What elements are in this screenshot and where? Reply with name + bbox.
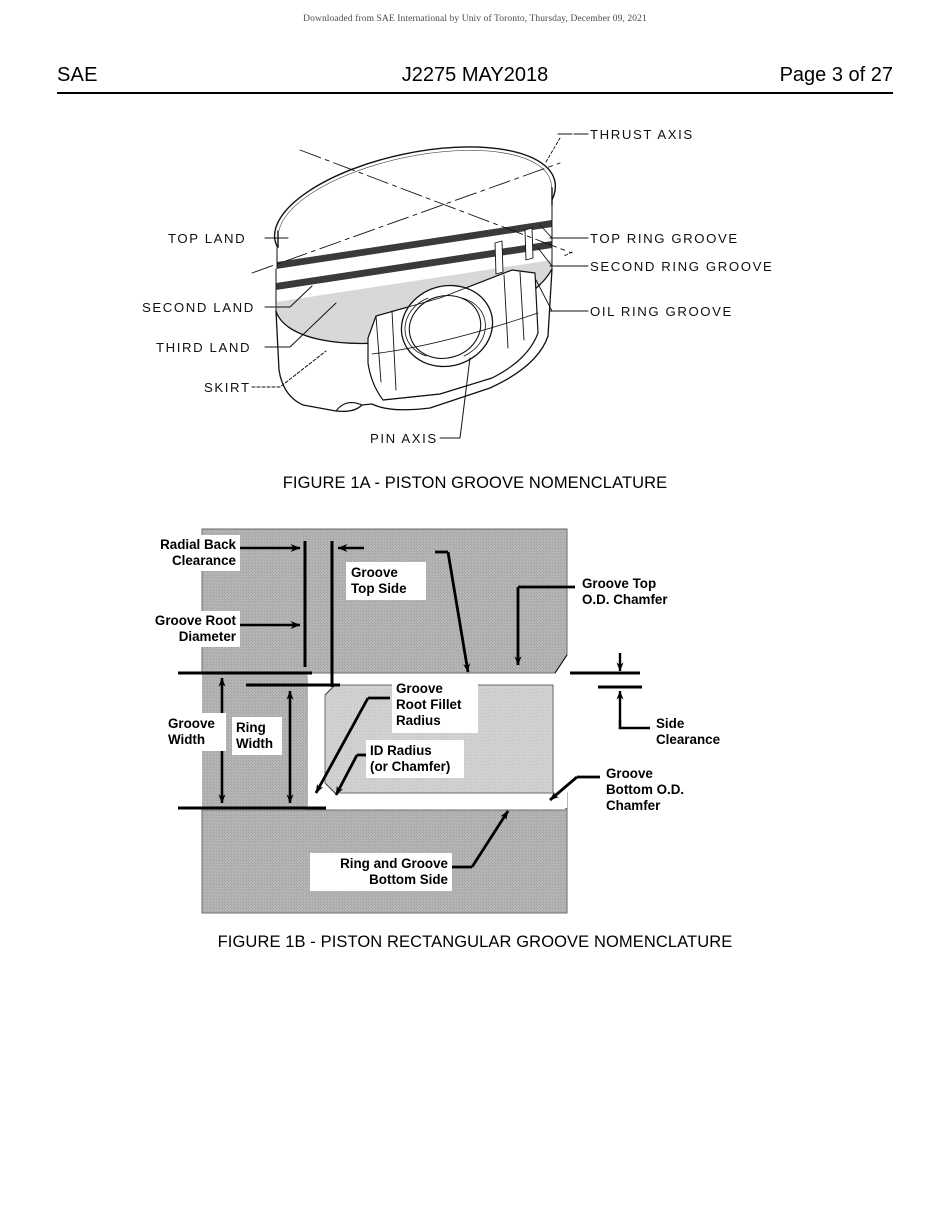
svg-text:Diameter: Diameter [179,629,237,644]
callout-radial-back-clearance: Radial Back Clearance [150,535,240,571]
label-top-land: TOP LAND [168,231,246,246]
label-oil-ring-groove: OIL RING GROOVE [590,304,733,319]
callout-groove-root-diameter: Groove Root Diameter [150,611,240,647]
svg-text:Bottom O.D.: Bottom O.D. [606,782,684,797]
svg-text:Groove: Groove [168,716,215,731]
callout-groove-top-side: Groove Top Side [346,562,426,600]
thrust-axis-line [299,149,573,254]
callout-groove-top-od-chamfer: Groove Top O.D. Chamfer [578,573,702,611]
figure-1b-piston-rectangular-groove-nomenclature: Radial Back Clearance Groove Root Diamet… [150,515,830,925]
svg-text:Chamfer: Chamfer [606,798,661,813]
page-header: SAE J2275 MAY2018 Page 3 of 27 [57,64,893,94]
piston-pin-bore-inner [408,295,482,359]
svg-text:Bottom Side: Bottom Side [369,872,448,887]
svg-text:Clearance: Clearance [172,553,236,568]
groove-root-fillet-arrow [314,697,370,794]
label-thrust-axis: THRUST AXIS [590,127,694,142]
svg-text:Groove Top: Groove Top [582,576,656,591]
callout-groove-bottom-od-chamfer: Groove Bottom O.D. Chamfer [602,763,722,818]
label-top-ring-groove: TOP RING GROOVE [590,231,739,246]
svg-text:(or Chamfer): (or Chamfer) [370,759,450,774]
svg-text:Radial Back: Radial Back [160,537,236,552]
leader-third-land [264,302,337,348]
callout-side-clearance: Side Clearance [652,713,744,751]
header-page-number: Page 3 of 27 [779,64,893,86]
svg-text:Groove: Groove [351,565,398,580]
figure-1a-piston-groove-nomenclature: TOP LAND SECOND LAND THIRD LAND SKIRT TH… [140,108,820,458]
callout-groove-width: Groove Width [164,713,226,751]
header-document-number: J2275 MAY2018 [401,64,549,86]
svg-text:Root Fillet: Root Fillet [396,697,462,712]
leader-skirt [251,350,327,388]
svg-text:Clearance: Clearance [656,732,720,747]
header-organization: SAE [57,64,98,86]
ring-id-radius-bottom [324,782,336,794]
side-clearance-leader [618,720,650,730]
svg-text:Width: Width [236,736,273,751]
callout-groove-root-fillet-radius: Groove Root Fillet Radius [392,678,478,733]
groove-top-side-arrow [446,551,471,673]
svg-text:Ring: Ring [236,720,266,735]
svg-text:ID Radius: ID Radius [370,743,432,758]
label-pin-axis: PIN AXIS [370,431,438,446]
callout-ring-and-groove-bottom-side: Ring and Groove Bottom Side [310,853,452,891]
svg-text:Top Side: Top Side [351,581,407,596]
svg-text:O.D. Chamfer: O.D. Chamfer [582,592,668,607]
groove-root-fillet [305,673,308,810]
ring-groove-bottom-side-arrow [470,810,510,868]
piston-upper-land-block [201,528,568,674]
label-second-ring-groove: SECOND RING GROOVE [590,259,773,274]
callout-id-radius: ID Radius (or Chamfer) [366,740,464,778]
label-third-land: THIRD LAND [156,340,251,355]
svg-text:Width: Width [168,732,205,747]
groove-bottom-od-chamfer-arrow [549,775,578,802]
label-skirt: SKIRT [204,380,251,395]
leader-pin-axis [439,357,471,439]
figure-1b-caption: FIGURE 1B - PISTON RECTANGULAR GROOVE NO… [217,933,733,951]
label-second-land: SECOND LAND [142,300,255,315]
svg-text:Groove: Groove [396,681,443,696]
svg-text:Groove: Groove [606,766,653,781]
svg-text:Side: Side [656,716,684,731]
id-radius-arrow [334,754,359,796]
figure-1a-caption: FIGURE 1A - PISTON GROOVE NOMENCLATURE [282,474,668,492]
download-notice: Downloaded from SAE International by Uni… [303,14,647,24]
leader-second-land [264,285,313,308]
callout-ring-width: Ring Width [232,717,282,755]
groove-top-od-chamfer-edge [554,654,568,674]
svg-text:Groove Root: Groove Root [155,613,237,628]
pin-axis-line [251,162,561,274]
svg-text:Ring and Groove: Ring and Groove [340,856,448,871]
svg-text:Radius: Radius [396,713,441,728]
